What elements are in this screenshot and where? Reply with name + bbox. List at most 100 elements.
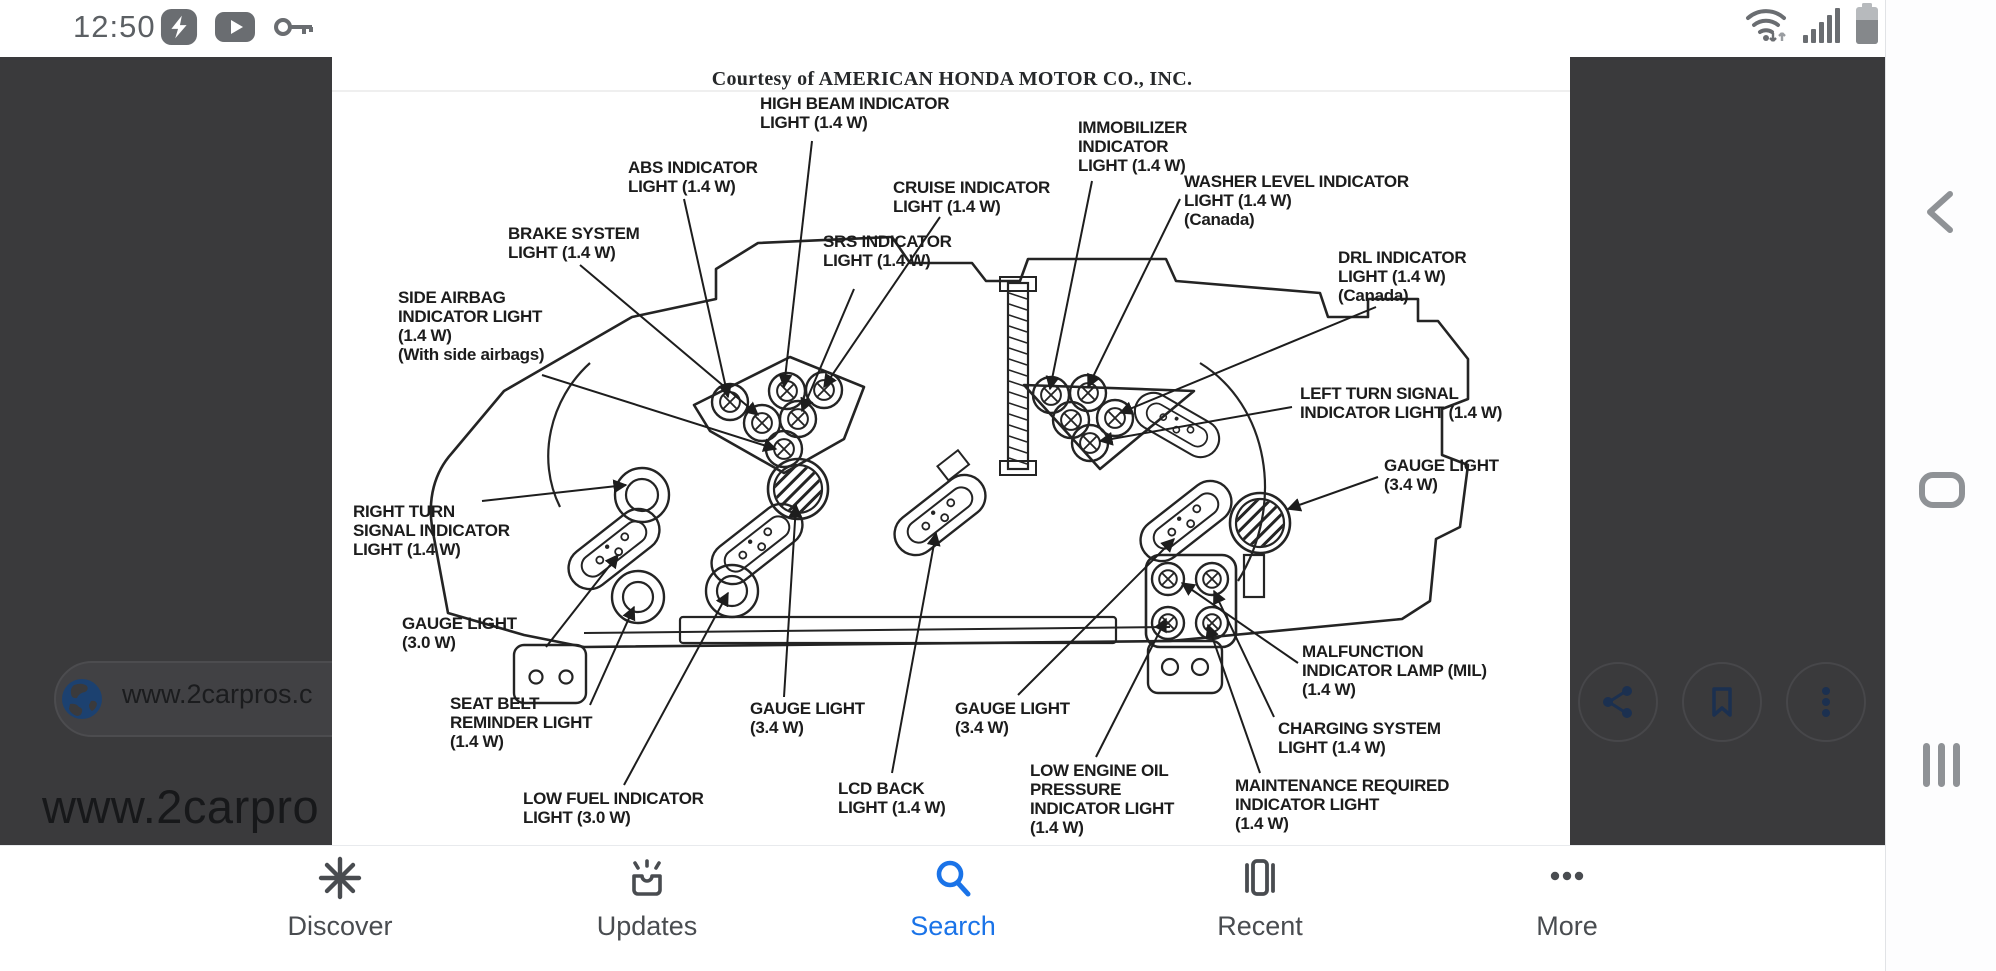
leader-cruise — [823, 216, 941, 389]
leader-low-fuel — [623, 591, 729, 786]
back-chevron-icon — [1927, 191, 1953, 233]
system-status-icons — [1742, 3, 1880, 50]
leader-side-airbag — [541, 374, 778, 452]
leader-maintenance — [1205, 623, 1261, 774]
updates-tray-icon — [632, 859, 662, 896]
leader-low-oil — [1095, 617, 1167, 758]
cluster-housing — [429, 235, 1470, 705]
system-nav-panel — [1885, 0, 1996, 971]
share-button[interactable] — [1578, 662, 1658, 742]
instrument-cluster-diagram: Courtesy of AMERICAN HONDA MOTOR CO., IN… — [332, 68, 1570, 837]
mount-tab-right — [1146, 639, 1224, 695]
home-icon — [1919, 472, 1965, 508]
connector-ribbon — [999, 276, 1037, 476]
leader-right-turn — [481, 479, 628, 502]
leader-left-turn — [1098, 406, 1293, 446]
nav-item-search[interactable]: Search — [853, 856, 1053, 942]
mil-bulb-group — [1144, 553, 1238, 649]
youtube-icon — [214, 11, 256, 48]
dimmed-page-right — [1570, 57, 1885, 845]
leader-drl — [1118, 306, 1377, 415]
bulb-socket — [804, 370, 844, 410]
nav-item-discover[interactable]: Discover — [240, 856, 440, 942]
oval-socket — [893, 448, 987, 557]
nav-label: Updates — [596, 911, 698, 941]
recents-icon — [1923, 743, 1960, 787]
image-caption: Courtesy of AMERICAN HONDA MOTOR CO., IN… — [712, 68, 1193, 90]
leader-gauge-3-4-left — [783, 503, 803, 698]
gauge-bulb — [766, 457, 830, 521]
leader-mil — [1180, 582, 1299, 664]
search-icon — [936, 860, 971, 897]
gauge-bulb — [1228, 491, 1292, 555]
key-icon — [272, 7, 316, 52]
leader-high-beam — [778, 140, 813, 389]
diagram-label-gauge-3-4-left: GAUGE LIGHT(3.4 W) — [750, 699, 866, 737]
status-bar: 12:50 — [0, 0, 1885, 57]
leader-seat-belt — [589, 605, 636, 706]
more-dots-icon — [1550, 871, 1584, 881]
bulb-socket — [742, 403, 782, 443]
nav-label: More — [1536, 911, 1598, 941]
nav-label: Recent — [1217, 911, 1303, 941]
diagram-image[interactable]: Courtesy of AMERICAN HONDA MOTOR CO., IN… — [332, 57, 1570, 845]
leader-washer-level — [1087, 198, 1181, 389]
back-button[interactable] — [1910, 180, 1974, 244]
leader-abs — [683, 198, 733, 399]
double-ring-bulb — [613, 466, 671, 524]
diagram-label-gauge-3-4-mid: GAUGE LIGHT(3.4 W) — [955, 699, 1071, 737]
leader-gauge-3-4-mid — [1017, 538, 1175, 696]
dimmed-page-left: www.2carpros.c www.2carpro — [0, 57, 332, 845]
leader-lines — [481, 140, 1379, 786]
leader-srs — [800, 288, 855, 413]
nav-item-more[interactable]: More — [1467, 856, 1667, 942]
home-button[interactable] — [1910, 458, 1974, 522]
recents-button[interactable] — [1910, 733, 1974, 797]
bulb-socket — [1150, 561, 1186, 597]
double-ring-bulb — [610, 569, 666, 625]
leader-brake-system — [579, 264, 760, 416]
double-ring-bulb — [704, 563, 760, 619]
mount-tab-left — [512, 643, 588, 705]
url-chip-text: www.2carpros.c — [122, 679, 313, 709]
more-options-button[interactable] — [1786, 662, 1866, 742]
diagram-label-gauge-3-0: GAUGE LIGHT(3.0 W) — [402, 614, 518, 652]
nav-item-updates[interactable]: Updates — [547, 856, 747, 942]
nav-label: Discover — [287, 911, 393, 941]
result-url-heading[interactable]: www.2carpro — [42, 780, 320, 833]
left-bulb-group — [692, 355, 866, 475]
bulb-socket — [1095, 398, 1135, 438]
cluster-sockets — [567, 370, 1292, 641]
bottom-navigation: Discover Updates Search Recent More — [0, 845, 1885, 971]
wifi-icon — [1742, 3, 1792, 50]
leader-lcd-back — [891, 531, 941, 774]
clock: 12:50 — [73, 9, 156, 44]
signal-icon — [1803, 3, 1843, 50]
bulb-socket — [1150, 605, 1186, 641]
bookmark-button[interactable] — [1682, 662, 1762, 742]
image-viewer-region: www.2carpros.c www.2carpro — [0, 57, 1885, 845]
diagram-label-gauge-3-4-right: GAUGE LIGHT(3.4 W) — [1384, 456, 1500, 494]
bulb-socket — [1051, 400, 1091, 440]
battery-icon — [1854, 3, 1880, 50]
nav-item-recent[interactable]: Recent — [1160, 856, 1360, 942]
nav-label: Search — [910, 911, 996, 941]
